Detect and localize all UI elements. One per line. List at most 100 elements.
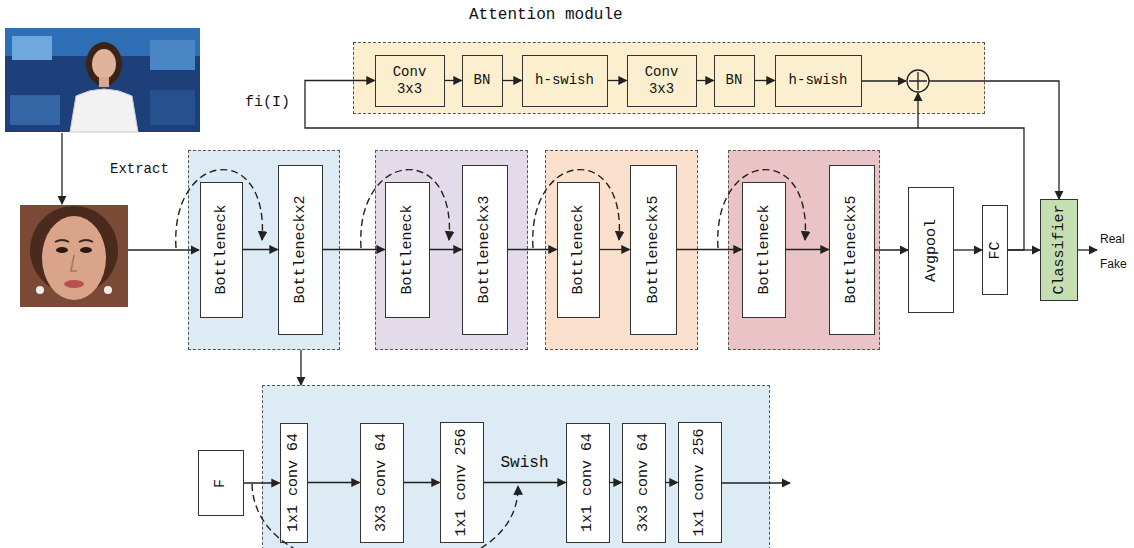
bottleneck-box: Bottleneck bbox=[200, 182, 243, 318]
block-output-arrow bbox=[722, 482, 790, 483]
skip-arc bbox=[718, 170, 806, 248]
face-crop bbox=[20, 205, 128, 307]
face-lips bbox=[64, 280, 84, 288]
face-eye bbox=[56, 247, 68, 253]
face-brows bbox=[55, 240, 93, 242]
feature-label: fi(I) bbox=[245, 94, 290, 111]
step-label-box: Extract bbox=[110, 159, 169, 178]
bottleneck-box: Bottleneck bbox=[742, 182, 786, 318]
flow-arrow bbox=[305, 81, 1024, 251]
box-label: Classifier bbox=[1051, 205, 1068, 295]
pooling-box: Avgpool bbox=[908, 187, 954, 313]
box-label: Bottleneck bbox=[213, 204, 230, 294]
flow-arrow bbox=[875, 249, 909, 250]
face-nose bbox=[71, 255, 77, 271]
output-label-box: Real bbox=[1100, 229, 1125, 247]
flow-arrow bbox=[404, 482, 440, 483]
step-label: Extract bbox=[110, 161, 169, 177]
box-label: F bbox=[212, 478, 229, 487]
flow-arrow bbox=[323, 249, 385, 250]
flow-arrow bbox=[755, 80, 775, 81]
box-label: 3x3 conv 64 bbox=[635, 433, 652, 532]
input-arrow bbox=[128, 249, 199, 250]
photo-screen bbox=[12, 36, 52, 60]
flow-arrow bbox=[308, 482, 360, 483]
residual-arrow bbox=[917, 93, 918, 128]
conv-box: 3x3 conv 64 bbox=[622, 423, 666, 543]
bottleneck-box: Bottleneckx3 bbox=[462, 165, 508, 335]
flow-arrow bbox=[484, 482, 566, 483]
photo-screen bbox=[150, 40, 195, 70]
activation-box: h-swish bbox=[775, 55, 862, 107]
feature-label-box: fi(I) bbox=[245, 92, 290, 112]
feature-box: F bbox=[198, 450, 244, 516]
flow-arrow bbox=[300, 350, 301, 385]
box-label: Bottleneck bbox=[399, 204, 416, 294]
skip-arc bbox=[361, 170, 450, 248]
face-earring bbox=[104, 286, 112, 294]
anchor-jacket bbox=[70, 89, 138, 132]
conv-box: Conv 3x3 bbox=[375, 55, 445, 107]
stage-group: Bottleneck Bottleneckx2 bbox=[188, 150, 340, 350]
box-label: Conv 3x3 bbox=[382, 64, 438, 98]
box-label: BN bbox=[474, 72, 491, 89]
sum-input-arrow bbox=[862, 80, 906, 81]
anchor-neck bbox=[99, 77, 109, 87]
sum-symbol bbox=[907, 70, 929, 92]
box-label: FC bbox=[986, 241, 1003, 259]
attention-panel: Attention moduleConv 3x3BNh-swishConv 3x… bbox=[353, 42, 985, 114]
stage-group: Bottleneck Bottleneckx5 bbox=[545, 150, 698, 350]
box-label: 1x1 conv 64 bbox=[579, 433, 596, 532]
bottleneck-box: Bottleneck bbox=[385, 182, 430, 318]
flow-arrow bbox=[677, 249, 742, 250]
flow-arrow bbox=[786, 249, 829, 250]
flow-arrow bbox=[244, 482, 280, 483]
conv-box: 1x1 conv 64 bbox=[566, 423, 610, 543]
skip-arcs bbox=[176, 170, 806, 548]
box-label: Bottleneck bbox=[570, 204, 587, 294]
attention-output-arrow bbox=[929, 81, 1059, 199]
bottleneck-box: Bottleneckx5 bbox=[630, 165, 677, 335]
conv-box: Conv 3x3 bbox=[627, 55, 697, 107]
sum-plus bbox=[909, 72, 927, 90]
anchor-hair bbox=[86, 42, 122, 86]
flow-arrow bbox=[610, 482, 622, 483]
edge-label-box: Swish bbox=[500, 453, 548, 473]
output-label-box: Fake bbox=[1100, 254, 1127, 272]
conv-box: 1x1 conv 64 bbox=[280, 423, 308, 543]
box-label: Bottleneckx5 bbox=[645, 195, 662, 303]
flow-arrow bbox=[608, 80, 627, 81]
flow-arrow bbox=[1008, 249, 1040, 250]
box-label: Bottleneckx5 bbox=[843, 195, 860, 303]
flow-arrow bbox=[954, 249, 982, 250]
skip-arc bbox=[176, 170, 263, 248]
flow-arrow bbox=[697, 80, 714, 81]
conv-box: 3X3 conv 64 bbox=[360, 423, 404, 543]
panel-title: Attention module bbox=[469, 5, 623, 25]
batchnorm-box: BN bbox=[714, 55, 755, 107]
activation-box: h-swish bbox=[522, 55, 608, 107]
box-label: h-swish bbox=[789, 72, 848, 89]
box-label: BN bbox=[726, 72, 743, 89]
batchnorm-box: BN bbox=[462, 55, 503, 107]
face-background bbox=[20, 205, 128, 307]
flow-arrow bbox=[430, 249, 462, 250]
photo-background bbox=[5, 28, 200, 132]
bottleneck-box: Bottleneck bbox=[557, 182, 600, 318]
stage-group: Bottleneck Bottleneckx3 bbox=[375, 150, 528, 350]
box-label: Bottleneckx3 bbox=[476, 195, 493, 303]
photo-studio-band bbox=[5, 28, 200, 56]
bottleneck-box: Bottleneckx2 bbox=[278, 165, 323, 335]
face-hair bbox=[30, 206, 118, 294]
face-eye bbox=[80, 247, 92, 253]
stage-group: Bottleneck Bottleneckx5 bbox=[728, 150, 880, 350]
box-label: 3X3 conv 64 bbox=[373, 433, 390, 532]
box-label: Bottleneckx2 bbox=[292, 195, 309, 303]
classifier-box: Classifier bbox=[1040, 199, 1078, 301]
photo-screen bbox=[10, 95, 60, 125]
layout-wires bbox=[62, 70, 1097, 483]
fc-box: FC bbox=[982, 205, 1008, 295]
conv-box: 1x1 conv 256 bbox=[678, 422, 722, 542]
